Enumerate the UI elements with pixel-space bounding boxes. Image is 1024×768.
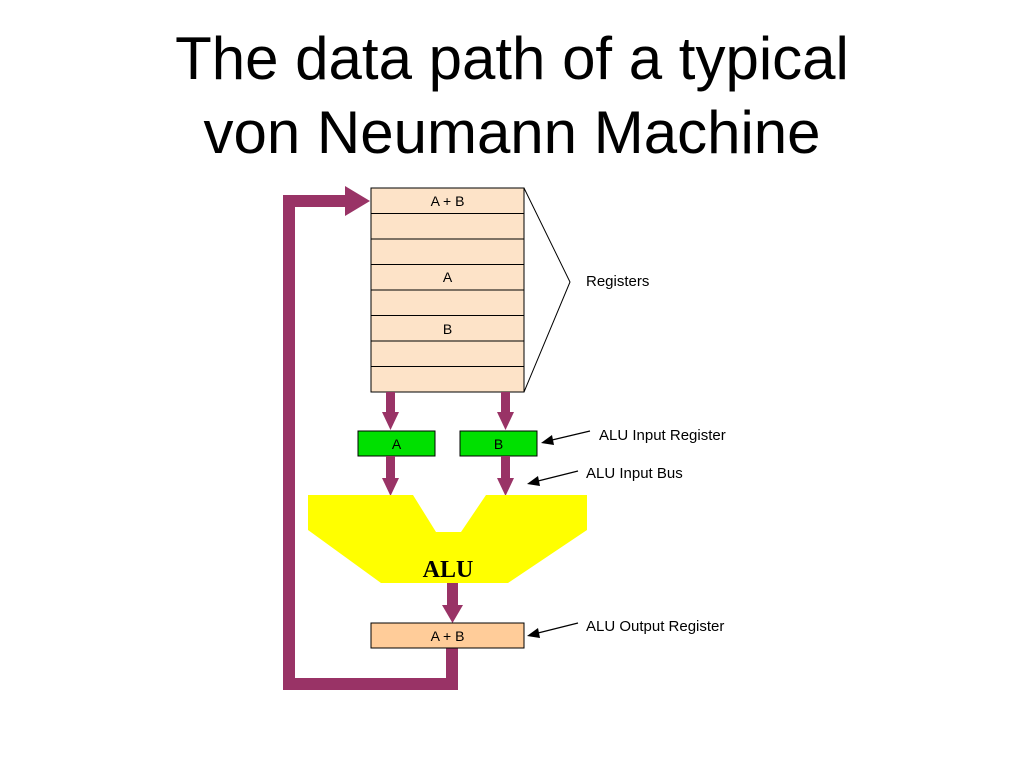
registers-bracket (523, 187, 571, 393)
register-0-value: A + B (431, 193, 465, 209)
alu-output-register-value: A + B (431, 628, 465, 644)
feedback-bus (283, 195, 458, 690)
register-2 (370, 238, 525, 265)
register-1 (370, 213, 525, 240)
input-bus-pointer (527, 470, 579, 486)
register-to-input-bus (382, 392, 514, 430)
alu-input-register-a-value: A (392, 436, 402, 452)
alu-output-register-label: ALU Output Register (586, 618, 724, 635)
alu-unit (308, 495, 587, 583)
alu-label: ALU (423, 557, 474, 583)
alu-input-register-a (357, 430, 436, 457)
input-to-alu-bus (382, 456, 514, 496)
register-3 (370, 264, 525, 291)
registers-label: Registers (586, 273, 649, 290)
register-7 (370, 366, 525, 393)
register-6 (370, 340, 525, 367)
register-5 (370, 315, 525, 342)
alu-input-bus-label: ALU Input Bus (586, 465, 683, 482)
feedback-bus-arrowhead (345, 186, 370, 216)
register-file: A + B A B (370, 187, 525, 393)
alu-input-register-b-value: B (494, 436, 503, 452)
title-line-1: The data path of a typical (175, 25, 849, 92)
title-line-2: von Neumann Machine (203, 99, 821, 166)
register-5-value: B (443, 321, 452, 337)
register-4 (370, 289, 525, 316)
slide-title: The data path of a typical von Neumann M… (0, 22, 1024, 170)
alu-input-register-label: ALU Input Register (599, 427, 726, 444)
output-register-pointer (527, 622, 579, 638)
alu-to-output-bus (442, 583, 463, 623)
alu-input-register-b (459, 430, 538, 457)
register-3-value: A (443, 269, 453, 285)
alu-output-register (370, 622, 525, 649)
input-register-pointer (541, 430, 591, 445)
